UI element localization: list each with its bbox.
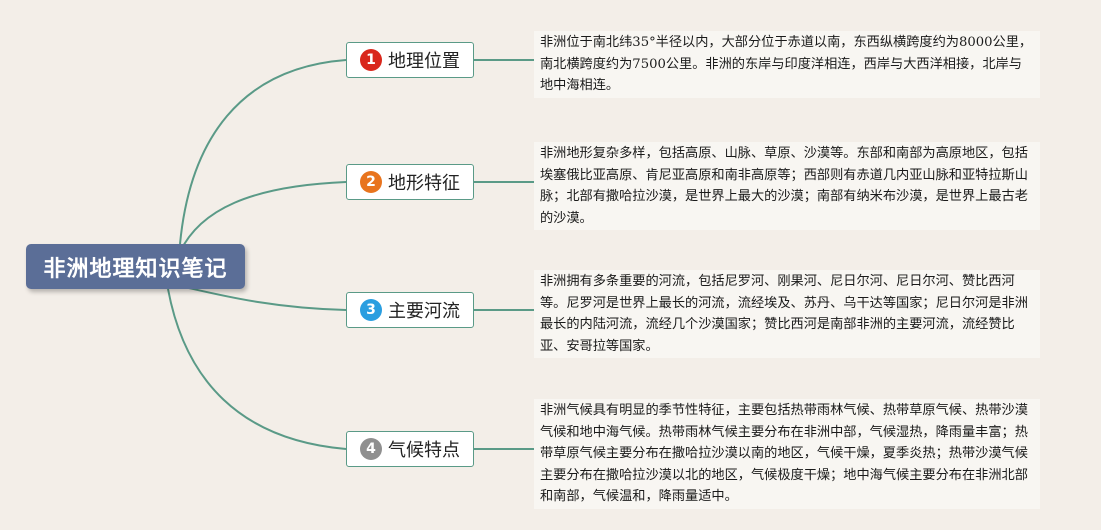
branch-node-climate[interactable]: 4 气候特点	[346, 431, 474, 467]
branch-label: 气候特点	[388, 440, 460, 461]
connector-root-branch-4	[167, 288, 347, 450]
root-node-label: 非洲地理知识笔记	[43, 256, 228, 282]
note-rivers: 非洲拥有多条重要的河流，包括尼罗河、刚果河、尼日尔河、尼日尔河、赞比西河等。尼罗…	[534, 270, 1040, 358]
connector-root-branch-1	[179, 59, 347, 245]
connector-root-branch-3	[179, 285, 347, 311]
branch-label: 主要河流	[388, 301, 460, 322]
note-climate: 非洲气候具有明显的季节性特征，主要包括热带雨林气候、热带草原气候、热带沙漠气候和…	[534, 399, 1040, 509]
note-location: 非洲位于南北纬35°半径以内，大部分位于赤道以南，东西纵横跨度约为8000公里，…	[534, 31, 1040, 98]
root-node[interactable]: 非洲地理知识笔记	[26, 244, 245, 289]
connector-root-branch-2	[179, 181, 347, 253]
note-terrain: 非洲地形复杂多样，包括高原、山脉、草原、沙漠等。东部和南部为高原地区，包括埃塞俄…	[534, 142, 1040, 230]
branch-node-terrain[interactable]: 2 地形特征	[346, 164, 474, 200]
number-badge-icon: 3	[360, 299, 382, 321]
branch-label: 地理位置	[388, 51, 460, 72]
branch-label: 地形特征	[388, 173, 460, 194]
branch-node-location[interactable]: 1 地理位置	[346, 42, 474, 78]
number-badge-icon: 2	[360, 171, 382, 193]
number-badge-icon: 1	[360, 49, 382, 71]
branch-node-rivers[interactable]: 3 主要河流	[346, 292, 474, 328]
number-badge-icon: 4	[360, 438, 382, 460]
